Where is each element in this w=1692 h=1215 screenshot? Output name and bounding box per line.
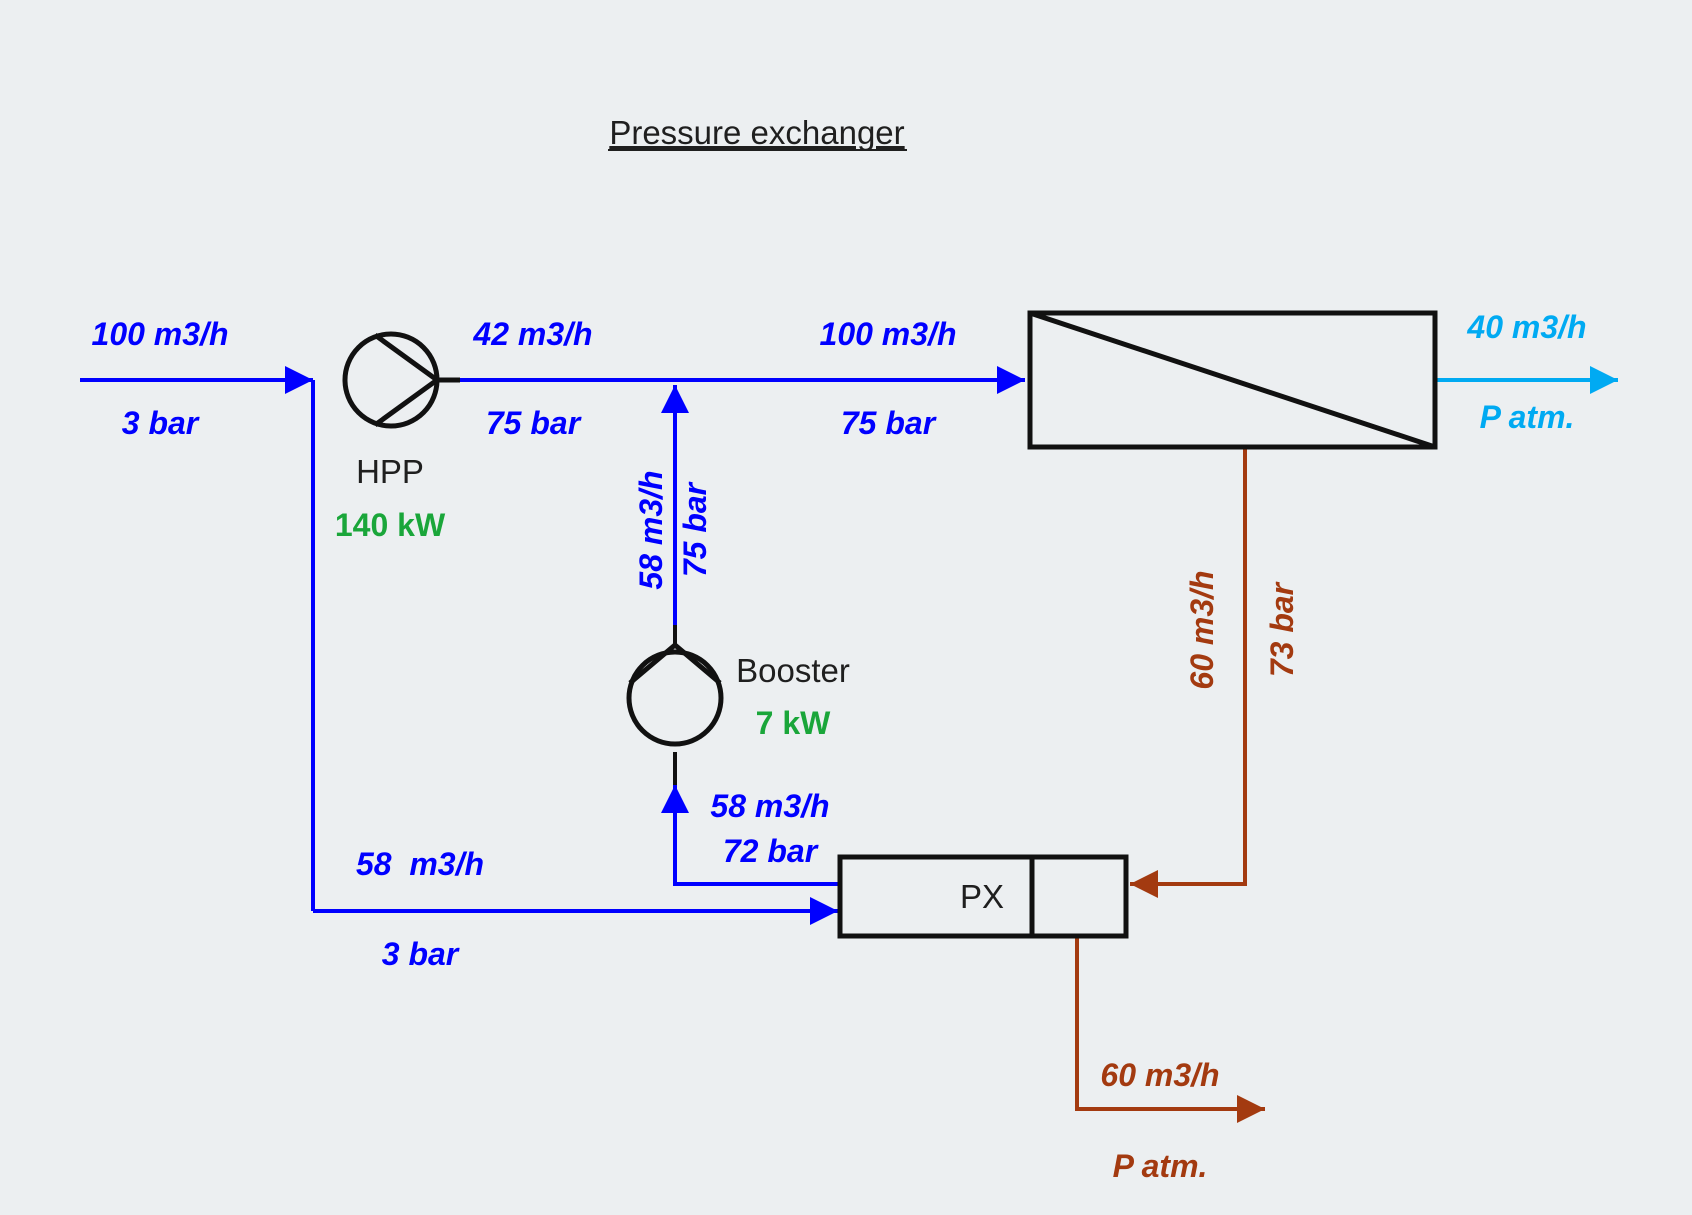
px-hp-out-flow: 58 m3/h <box>710 788 829 824</box>
booster-outlet-flow: 58 m3/h <box>633 470 669 589</box>
booster-pump-chevron <box>628 641 722 685</box>
hpp-name: HPP <box>356 453 424 490</box>
diagram-title: Pressure exchanger <box>609 114 904 151</box>
ro-membrane-diagonal <box>1029 310 1436 450</box>
brine-return-pressure: 73 bar <box>1264 581 1300 677</box>
px-high-pressure-outlet-line <box>661 785 838 886</box>
booster-name: Booster <box>736 652 850 689</box>
hpp-outlet-pressure: 75 bar <box>486 405 582 441</box>
feed-inlet-flow: 100 m3/h <box>92 316 229 352</box>
brine-return-line <box>1130 447 1247 898</box>
hpp-power: 140 kW <box>335 507 446 543</box>
brine-return-flow: 60 m3/h <box>1184 570 1220 689</box>
booster-power: 7 kW <box>756 705 831 741</box>
px-vessel <box>837 854 1129 939</box>
px-lp-in-pressure: 3 bar <box>382 936 460 972</box>
px-name: PX <box>960 878 1004 915</box>
booster-pump-symbol <box>626 649 724 747</box>
membrane-feed-flow: 100 m3/h <box>820 316 957 352</box>
booster-outlet-pressure: 75 bar <box>677 481 713 577</box>
brine-discharge-line <box>1075 936 1265 1123</box>
permeate-pressure: P atm. <box>1480 399 1575 435</box>
brine-discharge-flow: 60 m3/h <box>1100 1057 1219 1093</box>
hpp-outlet-flow: 42 m3/h <box>472 316 592 352</box>
px-lp-in-flow: 58 m3/h <box>356 846 484 882</box>
ro-membrane <box>1027 310 1438 450</box>
px-unit <box>837 854 1129 939</box>
hpp-pump <box>342 331 460 429</box>
px-hp-out-pressure: 72 bar <box>723 833 819 869</box>
permeate-flow: 40 m3/h <box>1466 309 1586 345</box>
ro-membrane-vessel <box>1027 310 1438 450</box>
membrane-feed-pressure: 75 bar <box>841 405 937 441</box>
booster-pump <box>626 641 724 747</box>
feed-inlet-pressure: 3 bar <box>122 405 200 441</box>
brine-discharge-pressure: P atm. <box>1113 1148 1208 1184</box>
